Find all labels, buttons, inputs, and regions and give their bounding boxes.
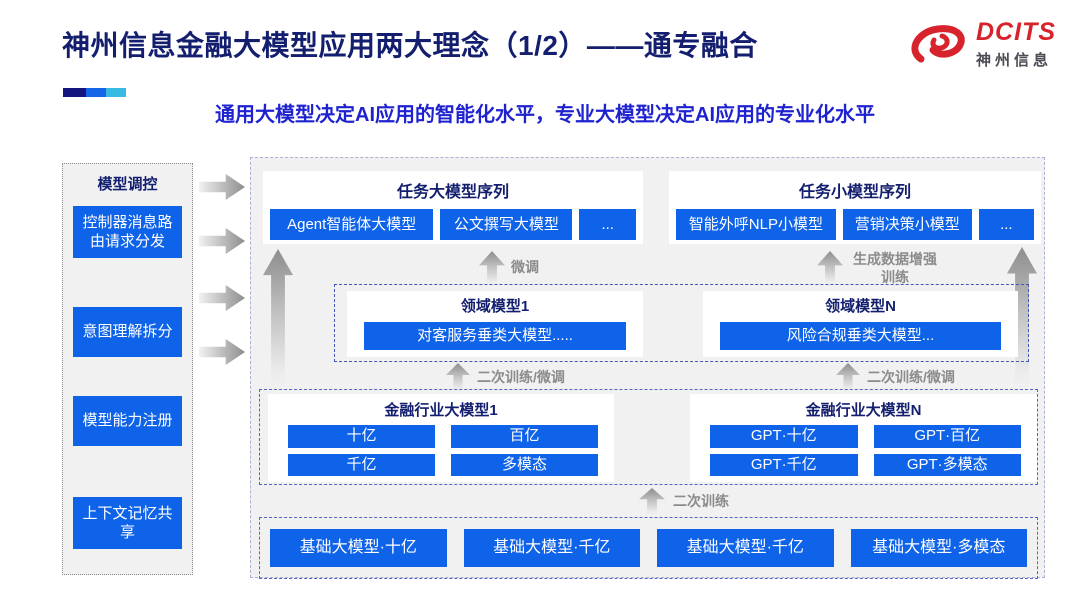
task-large-buttons: Agent智能体大模型 公文撰写大模型 ... xyxy=(270,209,636,240)
node-gpt-ten-billion: GPT·百亿 xyxy=(873,425,1021,448)
node-customer-service-model: 对客服务垂类大模型..... xyxy=(364,322,626,350)
finance-model-1-title: 金融行业大模型1 xyxy=(384,402,498,419)
finance-model-n-title: 金融行业大模型N xyxy=(805,402,922,419)
sidebar-item-intent: 意图理解拆分 xyxy=(73,307,182,357)
label-retrain-finetune-right: 二次训练/微调 xyxy=(867,369,955,385)
node-base-model-multimodal: 基础大模型·多模态 xyxy=(850,529,1027,567)
domain-model-n-card: 领域模型N 风险合规垂类大模型... xyxy=(703,291,1018,357)
domain-model-1-title: 领域模型1 xyxy=(460,298,530,315)
task-small-model-group: 任务小模型序列 智能外呼NLP小模型 营销决策小模型 ... xyxy=(669,171,1041,244)
right-arrow xyxy=(199,339,245,365)
accent-segment-cyan xyxy=(106,88,126,97)
up-arrow-finetune xyxy=(479,251,505,287)
accent-segment-navy xyxy=(63,88,86,97)
up-arrow-gendata xyxy=(817,251,843,287)
accent-segment-blue xyxy=(86,88,106,97)
subtitle: 通用大模型决定AI应用的智能化水平，专业大模型决定AI应用的专业化水平 xyxy=(215,104,875,126)
model-control-title: 模型调控 xyxy=(97,176,158,193)
title-accent-bar xyxy=(63,88,126,97)
node-base-model-hundred-billion-2: 基础大模型·千亿 xyxy=(657,529,834,567)
domain-model-1-card: 领域模型1 对客服务垂类大模型..... xyxy=(347,291,643,357)
up-arrow-retrain-center xyxy=(639,488,665,516)
node-marketing-small-model: 营销决策小模型 xyxy=(842,209,972,240)
node-gpt-hundred-billion: GPT·千亿 xyxy=(710,453,858,476)
node-more-large-models: ... xyxy=(579,209,636,240)
finance-model-n-card: 金融行业大模型N GPT·十亿 GPT·百亿 GPT·千亿 GPT·多模态 xyxy=(690,394,1037,482)
task-small-buttons: 智能外呼NLP小模型 营销决策小模型 ... xyxy=(676,209,1034,240)
label-retrain-finetune-left: 二次训练/微调 xyxy=(477,369,565,385)
node-multimodal: 多模态 xyxy=(451,453,598,476)
dcits-swirl-icon xyxy=(911,25,965,63)
sidebar-item-registry: 模型能力注册 xyxy=(73,396,182,446)
node-billion: 十亿 xyxy=(288,425,435,448)
finance-model-1-card: 金融行业大模型1 十亿 百亿 千亿 多模态 xyxy=(268,394,614,482)
task-large-model-group: 任务大模型序列 Agent智能体大模型 公文撰写大模型 ... xyxy=(263,171,643,244)
dcits-logo: DCITS 神州信息 xyxy=(909,20,1056,70)
sidebar-item-context: 上下文记忆共享 xyxy=(73,497,182,549)
node-base-model-hundred-billion-1: 基础大模型·千亿 xyxy=(463,529,640,567)
task-small-title: 任务小模型序列 xyxy=(798,184,911,201)
node-ten-billion: 百亿 xyxy=(451,425,598,448)
page-title: 神州信息金融大模型应用两大理念（1/2）——通专融合 xyxy=(62,30,758,61)
node-hundred-billion: 千亿 xyxy=(288,453,435,476)
base-models-box: 基础大模型·十亿 基础大模型·千亿 基础大模型·千亿 基础大模型·多模态 xyxy=(259,517,1038,579)
label-retrain: 二次训练 xyxy=(673,493,729,509)
node-risk-compliance-model: 风险合规垂类大模型... xyxy=(720,322,1001,350)
task-large-title: 任务大模型序列 xyxy=(396,184,509,201)
domain-models-box: 领域模型1 对客服务垂类大模型..... 领域模型N 风险合规垂类大模型... xyxy=(334,284,1029,362)
right-arrow xyxy=(199,285,245,311)
right-arrow xyxy=(199,174,245,200)
logo-brand: DCITS xyxy=(976,18,1056,46)
node-base-model-billion: 基础大模型·十亿 xyxy=(270,529,447,567)
logo-brand-cn: 神州信息 xyxy=(976,52,1053,69)
finance-model-n-grid: GPT·十亿 GPT·百亿 GPT·千亿 GPT·多模态 xyxy=(710,425,1021,476)
sidebar-item-router: 控制器消息路由请求分发 xyxy=(73,206,182,258)
domain-model-n-title: 领域模型N xyxy=(825,298,896,315)
right-arrow xyxy=(199,228,245,254)
finance-models-box: 金融行业大模型1 十亿 百亿 千亿 多模态 金融行业大模型N GPT·十亿 GP… xyxy=(259,389,1038,485)
node-document-large-model: 公文撰写大模型 xyxy=(440,209,573,240)
node-outbound-nlp-small-model: 智能外呼NLP小模型 xyxy=(676,209,836,240)
logo-text: DCITS 神州信息 xyxy=(976,20,1056,70)
label-gendata: 生成数据增强训练 xyxy=(853,251,937,285)
finance-model-1-grid: 十亿 百亿 千亿 多模态 xyxy=(288,425,598,476)
node-more-small-models: ... xyxy=(978,209,1034,240)
node-gpt-billion: GPT·十亿 xyxy=(710,425,858,448)
up-arrow-tall-left xyxy=(263,249,293,394)
model-control-panel: 模型调控 控制器消息路由请求分发 意图理解拆分 模型能力注册 上下文记忆共享 xyxy=(62,163,193,575)
label-finetune: 微调 xyxy=(511,259,539,275)
node-gpt-multimodal: GPT·多模态 xyxy=(873,453,1021,476)
architecture-diagram: 任务大模型序列 Agent智能体大模型 公文撰写大模型 ... 任务小模型序列 … xyxy=(250,157,1045,579)
node-agent-large-model: Agent智能体大模型 xyxy=(270,209,434,240)
